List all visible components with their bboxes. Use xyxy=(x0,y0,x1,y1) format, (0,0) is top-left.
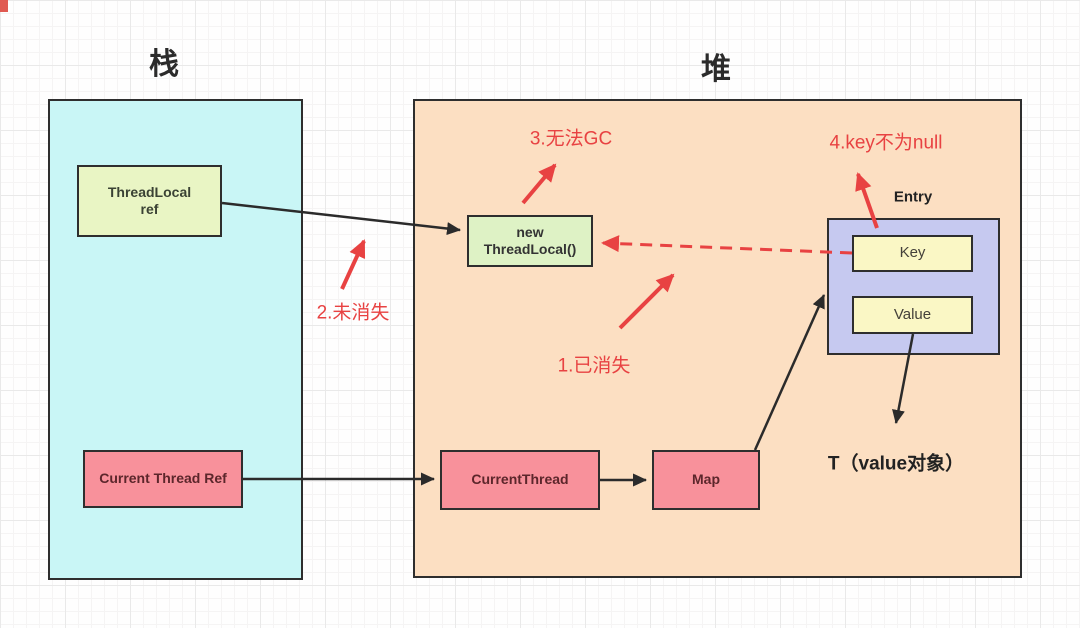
stack-title: 栈 xyxy=(149,48,179,81)
new-threadlocal-node: new ThreadLocal() xyxy=(467,215,593,267)
entry-title: Entry xyxy=(893,188,933,206)
current-thread-label: CurrentThread xyxy=(471,471,569,488)
current-thread-node: CurrentThread xyxy=(440,450,600,510)
annotation-1-disappeared: 1.已消失 xyxy=(557,355,631,377)
annotation-2-not-disappeared: 2.未消失 xyxy=(316,302,390,324)
current-thread-ref-node: Current Thread Ref xyxy=(83,450,243,508)
map-node: Map xyxy=(652,450,760,510)
annotation-3-cannot-gc: 3.无法GC xyxy=(529,128,613,150)
annotation-4-key-not-null: 4.key不为null xyxy=(829,132,943,154)
t-value-object-label: T（value对象） xyxy=(827,453,965,475)
entry-key-label: Key xyxy=(899,244,926,262)
current-thread-ref-label: Current Thread Ref xyxy=(99,470,227,487)
entry-key-node: Key xyxy=(852,235,973,272)
entry-value-label: Value xyxy=(893,305,932,323)
corner-artifact-mark xyxy=(0,0,8,12)
entry-value-node: Value xyxy=(852,296,973,334)
threadlocal-ref-label-line1: ThreadLocal xyxy=(107,183,192,200)
new-threadlocal-label-line1: new xyxy=(516,223,544,240)
heap-title: 堆 xyxy=(701,53,731,86)
map-label: Map xyxy=(692,471,720,488)
new-threadlocal-label-line2: ThreadLocal() xyxy=(483,241,577,257)
threadlocal-ref-node: ThreadLocal ref xyxy=(77,165,222,237)
threadlocal-ref-label-line2: ref xyxy=(140,201,159,217)
pointer-annotation-2 xyxy=(340,239,366,290)
